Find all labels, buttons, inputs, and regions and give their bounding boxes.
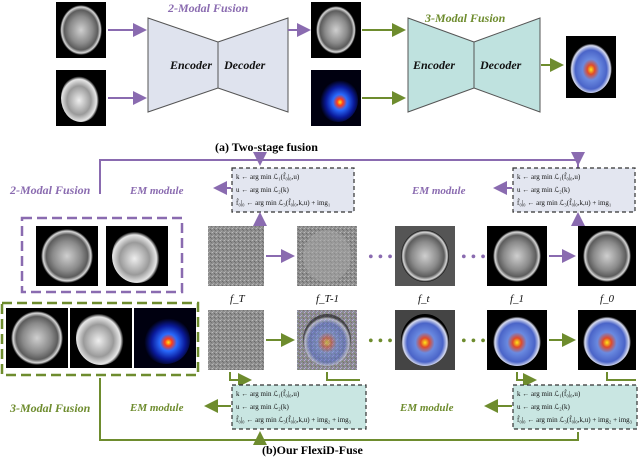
line-em-green-1-back	[326, 372, 360, 381]
decoder-label-1: Decoder	[223, 58, 266, 72]
encoder-label-1: Encoder	[169, 58, 212, 72]
em-line-1: k ← arg min ℒ₁(f̂₀|₀,u)	[517, 173, 581, 181]
three-modal-fusion-title: 3-Modal Fusion	[424, 11, 506, 25]
dots-2: • • •	[461, 249, 486, 266]
two-stage-fusion-panel: Encoder Decoder 2-Modal Fusion Encoder D…	[56, 1, 616, 154]
two-modal-fusion-title: 2-Modal Fusion	[167, 1, 249, 15]
em-module-label-green-2: EM module	[399, 402, 454, 414]
dots-1: • • •	[368, 249, 393, 266]
em-line-2: u ← arg min ℒ₂(k)	[236, 403, 290, 411]
decoder-label-2: Decoder	[479, 58, 522, 72]
line-em-green-2-back	[606, 372, 636, 381]
row-two-modal-frames: • • • • • •	[208, 226, 636, 286]
dots-4: • • •	[461, 333, 486, 350]
em-line-1: k ← arg min ℒ₁(f̂₀|₀,u)	[236, 390, 300, 398]
em-module-label-green-1: EM module	[129, 402, 184, 414]
fused-f1	[493, 314, 541, 366]
em-line-3: f̂₀|₀ ← arg min ℒ₃(f̂₀|₀,k,u) + img₂ + i…	[517, 416, 633, 424]
caption-a: (a) Two-stage fusion	[215, 140, 318, 154]
em-box-green-2: k ← arg min ℒ₁(f̂₀|₀,u) u ← arg min ℒ₂(k…	[512, 384, 638, 430]
final-fused-output	[566, 36, 616, 98]
three-modal-inputs	[0, 301, 200, 377]
fused-f0	[583, 314, 631, 366]
label-fT: f_T	[230, 293, 246, 305]
green-flow-bottom-line	[99, 378, 579, 441]
encoder-decoder-2: Encoder Decoder	[407, 17, 541, 113]
three-modal-fusion-label: 3-Modal Fusion	[9, 401, 91, 415]
em-line-2: u ← arg min ℒ₂(k)	[236, 186, 290, 194]
label-fT-1: f_T-1	[316, 293, 339, 305]
em-module-label-purple-1: EM module	[129, 185, 184, 197]
fused-mri-output	[311, 2, 361, 58]
em-line-2: u ← arg min ℒ₂(k)	[517, 403, 571, 411]
dots-3: • • •	[368, 333, 393, 350]
pet-input	[311, 70, 361, 126]
label-f0: f_0	[600, 293, 615, 305]
em-line-1: k ← arg min ℒ₁(f̂₀|₀,u)	[236, 173, 300, 181]
arrow-to-em-green-2	[516, 372, 537, 387]
encoder-decoder-1: Encoder Decoder	[147, 17, 289, 113]
caption-b: (b)Our FlexiD-Fuse	[262, 443, 363, 457]
encoder-label-2: Encoder	[412, 58, 455, 72]
row-three-modal-frames: • • • • • •	[208, 310, 636, 370]
faint-fused	[303, 314, 351, 366]
two-modal-fusion-label: 2-Modal Fusion	[9, 183, 91, 197]
em-box-purple-2: k ← arg min ℒ₁(f̂₀|₀,u) u ← arg min ℒ₂(k…	[512, 167, 636, 213]
frame-labels: f_T f_T-1 f_t f_1 f_0	[230, 293, 615, 305]
flexid-fuse-panel: k ← arg min ℒ₁(f̂₀|₀,u) u ← arg min ℒ₂(k…	[0, 152, 638, 457]
em-box-green-1: k ← arg min ℒ₁(f̂₀|₀,u) u ← arg min ℒ₂(k…	[231, 384, 367, 430]
em-box-purple-1: k ← arg min ℒ₁(f̂₀|₀,u) u ← arg min ℒ₂(k…	[231, 167, 355, 213]
input-mri-2	[56, 70, 106, 126]
label-ft: f_t	[418, 293, 431, 305]
em-line-1: k ← arg min ℒ₁(f̂₀|₀,u)	[517, 390, 581, 398]
em-line-3: f̂₀|₀ ← arg min ℒ₃(f̂₀|₀,k,u) + img₁	[517, 199, 612, 207]
label-f1: f_1	[510, 293, 524, 305]
em-module-label-purple-2: EM module	[411, 185, 466, 197]
arrow-to-em-green-1	[229, 372, 252, 387]
em-line-2: u ← arg min ℒ₂(k)	[517, 186, 571, 194]
input-mri-1	[56, 2, 106, 58]
frame-noise-fT	[208, 226, 264, 286]
brain-f0	[583, 230, 631, 282]
brain-ft	[401, 230, 449, 282]
brain-f1	[493, 230, 541, 282]
em-line-3: f̂₀|₀ ← arg min ℒ₃(f̂₀|₀,k,u) + img₁	[236, 199, 331, 207]
faint-brain	[303, 230, 351, 282]
fused-ft	[401, 314, 449, 366]
two-modal-inputs	[20, 216, 184, 294]
frame-noise-fT-b	[208, 310, 264, 370]
em-line-3: f̂₀|₀ ← arg min ℒ₃(f̂₀|₀,k,u) + img₂ + i…	[236, 416, 352, 424]
